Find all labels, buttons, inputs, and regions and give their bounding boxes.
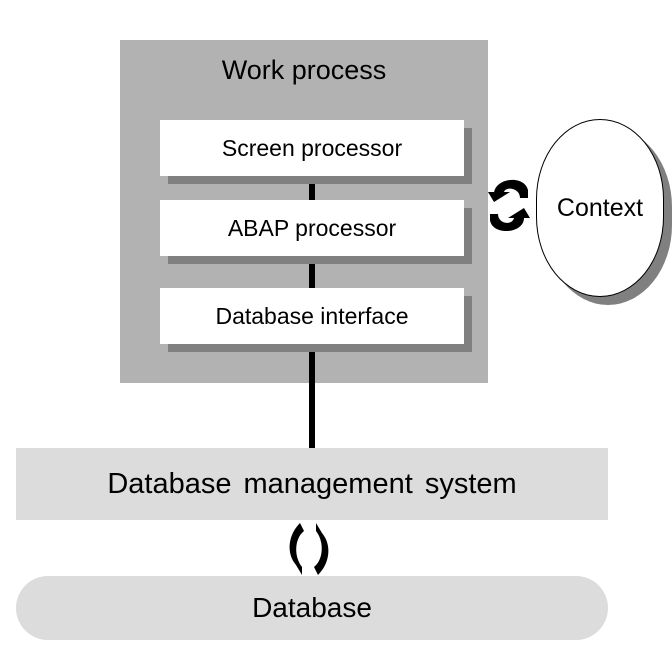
connector-screen-abap — [309, 182, 315, 202]
abap-processor-label: ABAP processor — [227, 214, 397, 241]
dbms-database-arrows-icon — [289, 523, 329, 575]
connector-abap-dbinterface — [309, 263, 315, 289]
arrow-left-curve-icon — [289, 523, 304, 575]
context-ellipse: Context — [536, 119, 664, 297]
arrow-top-icon — [488, 179, 528, 202]
exchange-arrows-icon — [488, 179, 530, 232]
database-box: Database — [16, 576, 608, 640]
arrow-right-curve-icon — [314, 523, 329, 575]
screen-processor-box: Screen processor — [160, 120, 464, 176]
database-label: Database — [252, 592, 372, 623]
dbms-label: Database management system — [107, 467, 517, 500]
context-label: Context — [556, 193, 644, 222]
database-interface-box: Database interface — [160, 288, 464, 344]
database-interface-label: Database interface — [215, 302, 409, 329]
connector-dbinterface-dbms — [309, 352, 315, 448]
arrow-bottom-icon — [490, 208, 530, 232]
dbms-box: Database management system — [16, 448, 608, 520]
screen-processor-label: Screen processor — [221, 134, 403, 161]
work-process-title: Work process — [221, 55, 387, 85]
abap-processor-box: ABAP processor — [160, 200, 464, 256]
